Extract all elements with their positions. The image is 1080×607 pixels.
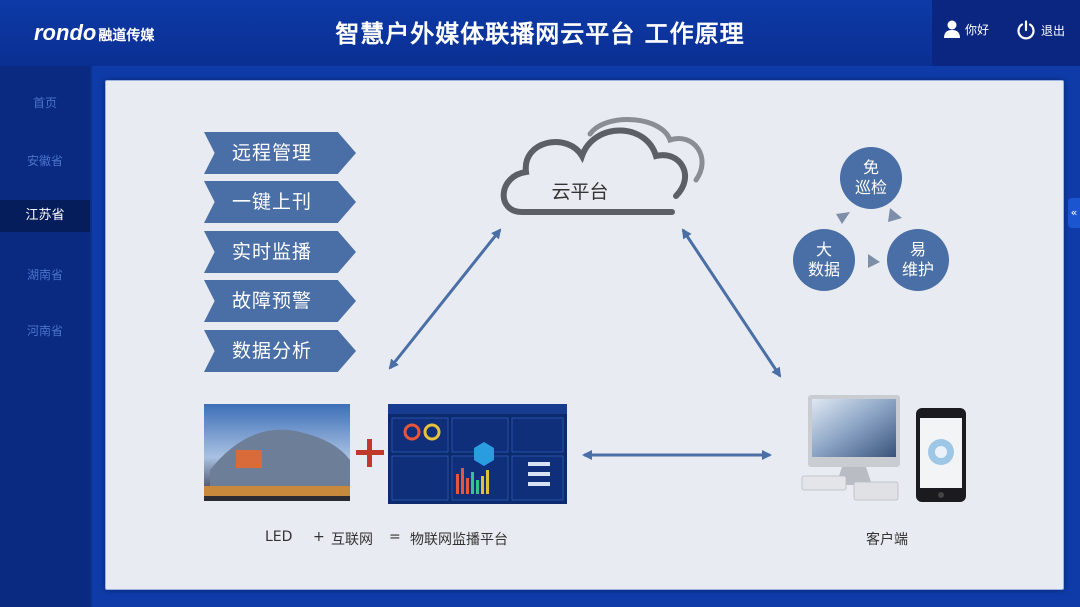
arrow-cloud-client <box>681 228 782 378</box>
feature-data-analysis: 数据分析 <box>204 330 356 372</box>
led-building-image <box>204 404 350 501</box>
sidebar-item-hunan[interactable]: 湖南省 <box>26 268 63 282</box>
user-area: 你好 退出 <box>932 0 1080 66</box>
cloud-platform-label: 云平台 <box>551 181 609 203</box>
equation-plus: + <box>313 529 325 545</box>
arrow-led-cloud <box>388 228 502 370</box>
cycle-free-inspection-line2: 巡检 <box>854 178 887 197</box>
page-title: 智慧户外媒体联播网云平台 工作原理 <box>335 20 745 48</box>
top-header: rondo 融道传媒 智慧户外媒体联播网云平台 工作原理 你好 退出 <box>0 0 1080 66</box>
mobile-phone-icon <box>916 408 966 502</box>
cycle-easy-maintenance-line1: 易 <box>909 240 926 259</box>
feature-fault-warning: 故障预警 <box>204 280 356 322</box>
user-button[interactable]: 你好 <box>944 20 989 38</box>
collapse-panel-button[interactable]: « <box>1068 198 1080 228</box>
cycle-free-inspection-line1: 免 <box>862 158 879 177</box>
feature-realtime-monitoring: 实时监播 <box>204 231 356 273</box>
logo-text: 融道传媒 <box>98 28 155 44</box>
sidebar-item-home[interactable]: 首页 <box>32 96 57 110</box>
sidebar-nav: 首页 安徽省 江苏省 湖南省 河南省 <box>0 66 90 607</box>
brand-logo: rondo 融道传媒 <box>34 20 154 46</box>
equation-equals: = <box>389 529 401 545</box>
cycle-easy-maintenance-line2: 维护 <box>901 260 934 279</box>
sidebar-item-henan[interactable]: 河南省 <box>26 324 63 338</box>
monitoring-platform-image <box>388 404 567 504</box>
equation-led: LED <box>265 529 293 545</box>
cycle-big-data-line1: 大 <box>815 240 832 259</box>
cycle-big-data-line2: 数据 <box>807 260 840 279</box>
equation-internet: 互联网 <box>331 532 373 548</box>
desktop-computer-icon <box>801 395 900 501</box>
sidebar-item-anhui[interactable]: 安徽省 <box>26 154 63 168</box>
logo-mark: rondo <box>34 20 97 45</box>
plus-icon <box>356 439 384 467</box>
cycle-free-inspection: 免 巡检 <box>840 147 902 209</box>
equation-result: 物联网监播平台 <box>410 532 508 548</box>
logout-button[interactable]: 退出 <box>1016 20 1065 40</box>
sidebar-item-jiangsu[interactable]: 江苏省 <box>0 200 90 232</box>
user-greeting: 你好 <box>965 22 990 37</box>
cycle-arrows <box>836 208 902 268</box>
cycle-easy-maintenance: 易 维护 <box>887 229 949 291</box>
user-icon <box>944 20 960 38</box>
client-label: 客户端 <box>866 532 908 548</box>
cycle-big-data: 大 数据 <box>793 229 855 291</box>
feature-remote-management: 远程管理 <box>204 132 356 174</box>
cloud-icon <box>500 117 705 215</box>
feature-one-click-publish: 一键上刊 <box>204 181 356 223</box>
logout-label: 退出 <box>1041 23 1066 38</box>
power-icon <box>1017 20 1035 40</box>
